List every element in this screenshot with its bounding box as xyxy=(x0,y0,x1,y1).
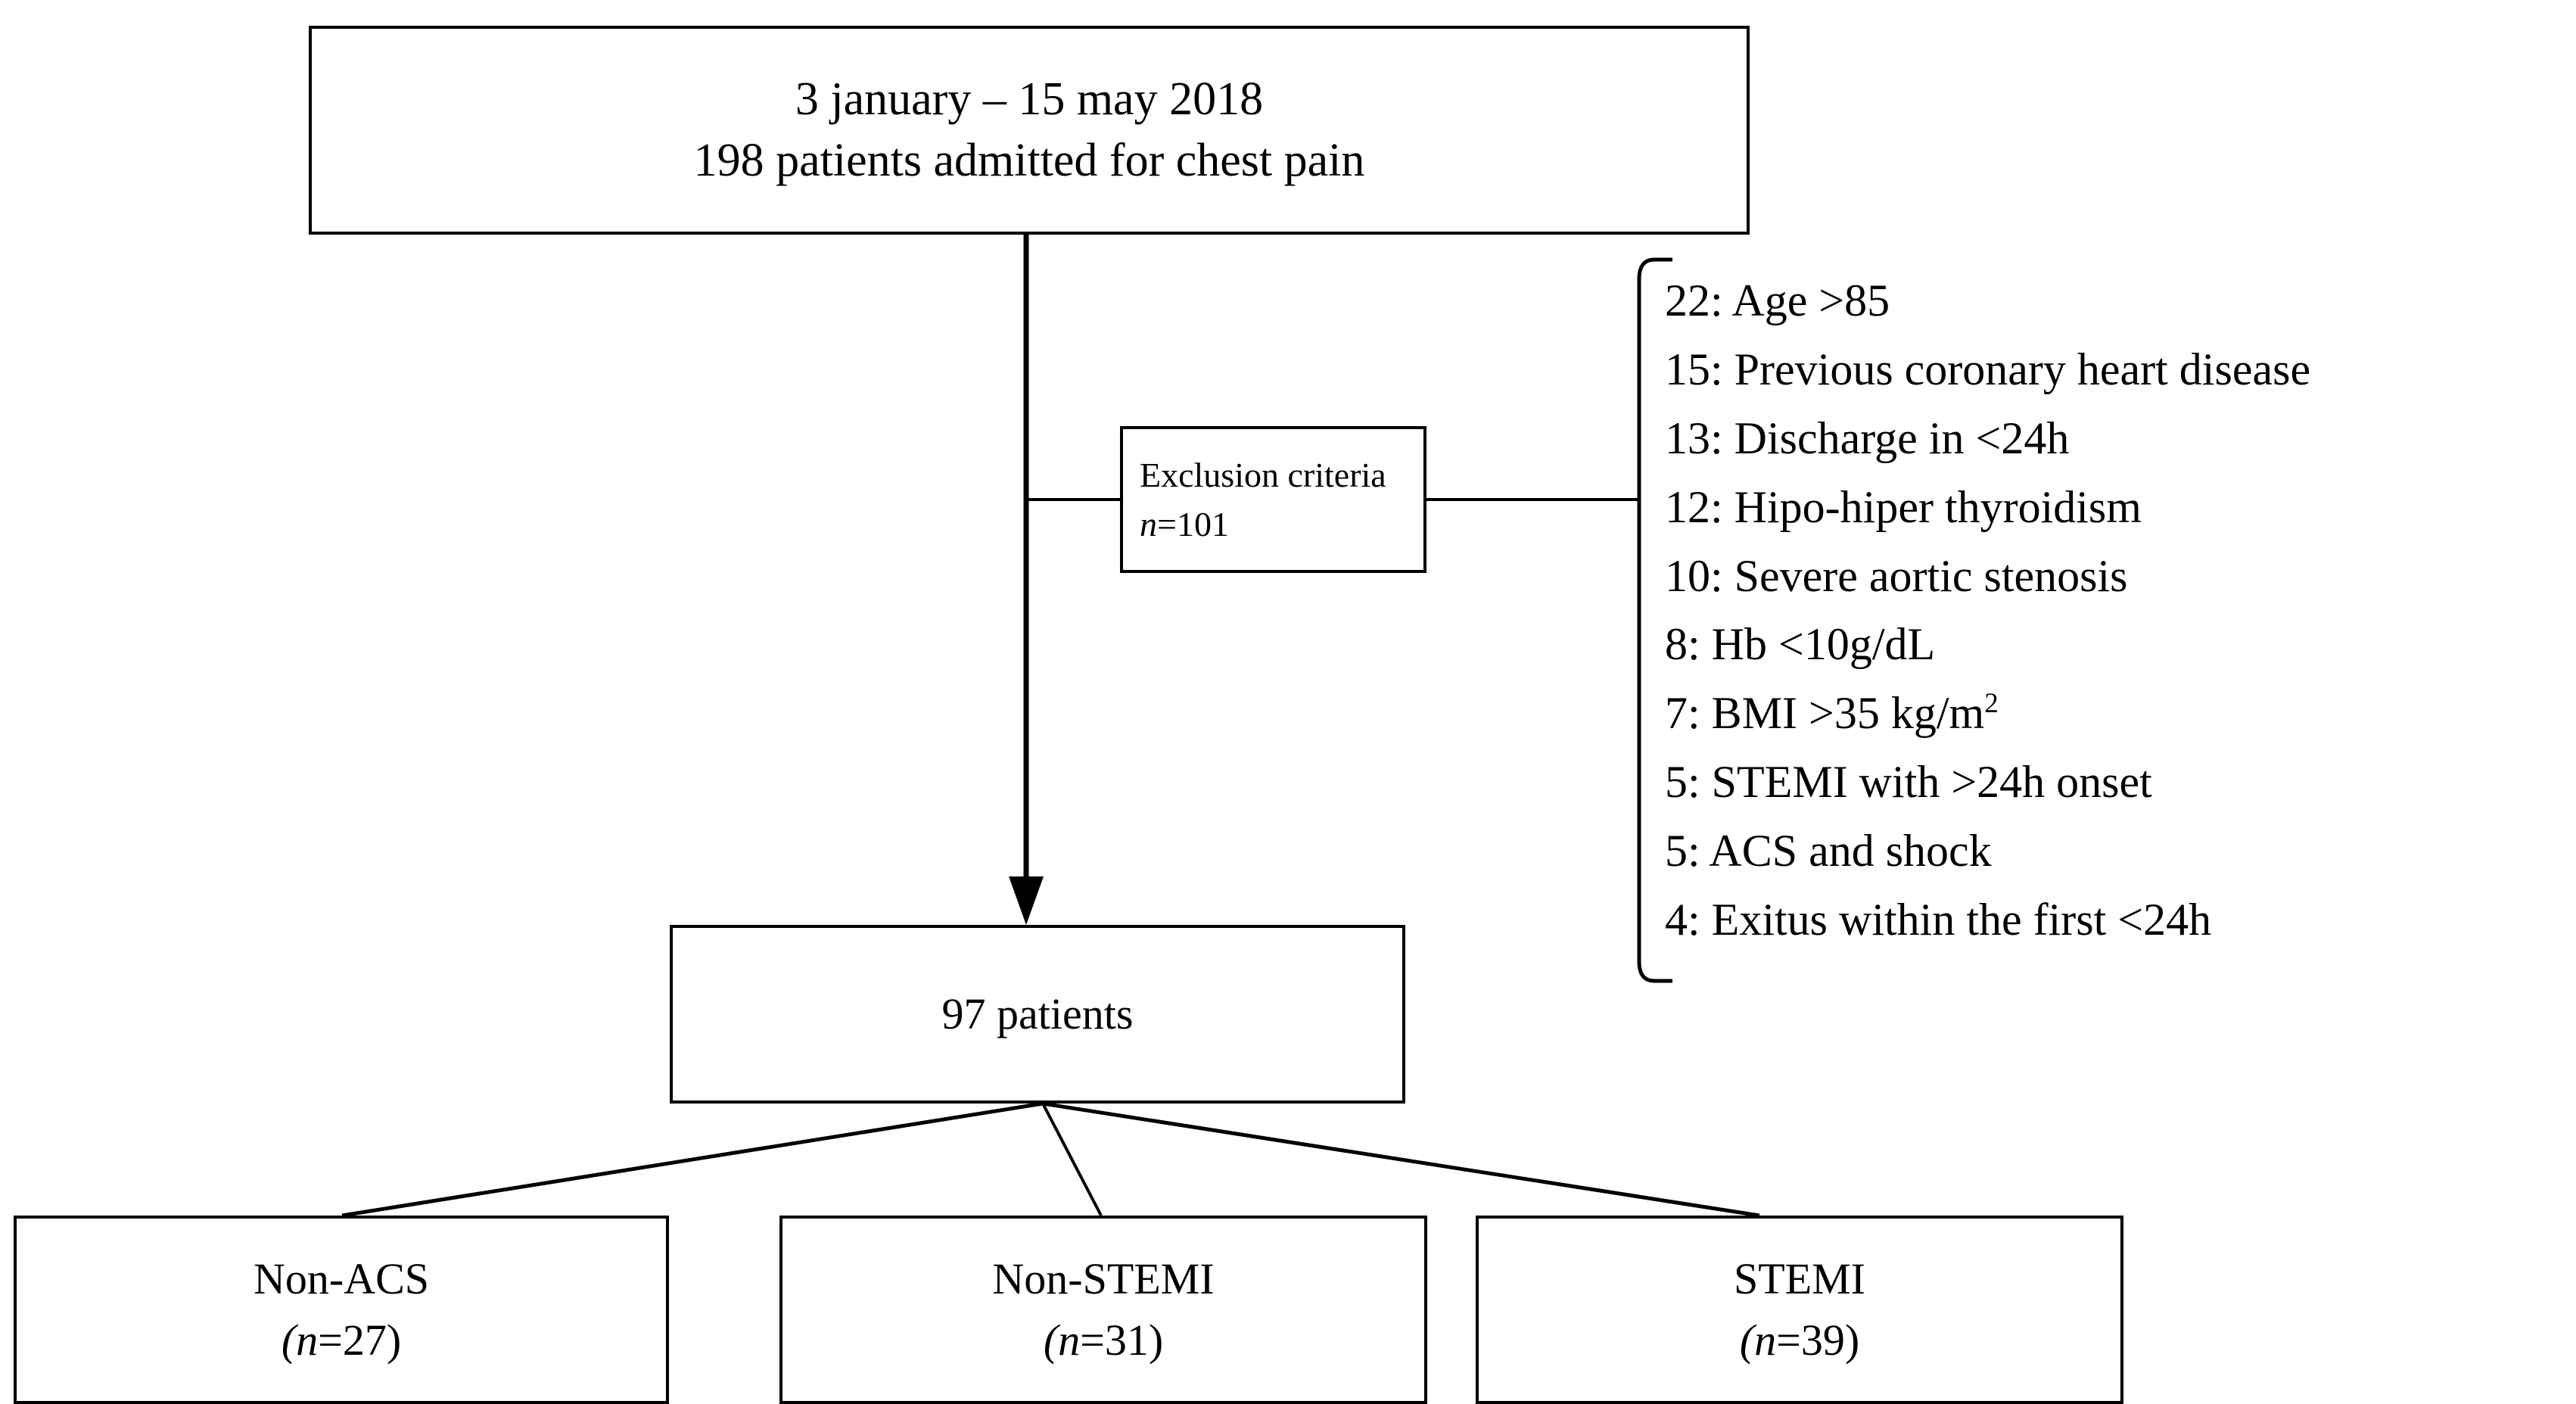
branch-line-right xyxy=(1042,1101,1760,1218)
criteria-count: 10 xyxy=(1665,550,1710,601)
criteria-item: 4: Exitus within the first <24h xyxy=(1665,895,2212,945)
group-count-value: =39) xyxy=(1776,1315,1860,1365)
exclusion-title: Exclusion criteria xyxy=(1140,455,1386,494)
criteria-label: STEMI with >24h onset xyxy=(1711,757,2152,808)
criteria-label: Age >85 xyxy=(1731,276,1890,325)
criteria-item: 13: Discharge in <24h xyxy=(1665,412,2070,463)
criteria-item: 7: BMI >35 kg/m2 xyxy=(1665,688,1999,739)
group-count-value: =27) xyxy=(318,1315,402,1365)
criteria-label: BMI >35 kg/m xyxy=(1711,688,1985,739)
criteria-label: Hipo-hiper thyroidism xyxy=(1734,481,2142,532)
group-box-non-acs: Non-ACS (n=27) xyxy=(14,1216,669,1404)
criteria-item: 5: ACS and shock xyxy=(1665,826,1992,876)
group-count: (n=31) xyxy=(1044,1310,1163,1371)
criteria-label: Discharge in <24h xyxy=(1734,412,2070,463)
criteria-item: 5: STEMI with >24h onset xyxy=(1665,757,2152,808)
criteria-label: Hb <10g/dL xyxy=(1711,619,1936,670)
criteria-count: 5 xyxy=(1665,826,1688,876)
criteria-label: ACS and shock xyxy=(1709,826,1992,876)
exclusion-criteria-list: 22: Age >85 15: Previous coronary heart … xyxy=(1665,266,2573,954)
group-name: STEMI xyxy=(1734,1254,1865,1304)
criteria-count: 15 xyxy=(1665,344,1710,394)
exclusion-count-symbol: n xyxy=(1140,505,1157,543)
exclusion-criteria-box: Exclusion criteria n=101 xyxy=(1120,426,1426,573)
branch-line-middle xyxy=(1041,1103,1103,1216)
exclusion-count: n=101 xyxy=(1140,500,1229,549)
criteria-count: 13 xyxy=(1665,412,1710,463)
criteria-item: 8: Hb <10g/dL xyxy=(1665,619,1936,670)
criteria-count: 5 xyxy=(1665,757,1688,808)
group-box-non-stemi: Non-STEMI (n=31) xyxy=(779,1216,1427,1404)
group-box-stemi: STEMI (n=39) xyxy=(1476,1216,2123,1404)
group-count: (n=39) xyxy=(1740,1310,1859,1371)
group-count-symbol: (n xyxy=(1739,1315,1777,1365)
criteria-count: 12 xyxy=(1665,481,1710,532)
group-name: Non-ACS xyxy=(253,1254,430,1304)
included-patients-box: 97 patients xyxy=(670,925,1405,1104)
branch-line-left xyxy=(341,1101,1044,1218)
included-patients-label: 97 patients xyxy=(941,989,1134,1039)
criteria-item: 10: Severe aortic stenosis xyxy=(1665,550,2128,601)
criteria-count: 7 xyxy=(1665,688,1688,739)
group-name: Non-STEMI xyxy=(992,1254,1215,1304)
admitted-patients-line: 198 patients admitted for chest pain xyxy=(693,135,1365,186)
criteria-count: 22 xyxy=(1665,276,1710,325)
group-count-symbol: (n xyxy=(281,1315,319,1365)
criteria-item: 22: Age >85 xyxy=(1665,276,1890,325)
study-period-line: 3 january – 15 may 2018 xyxy=(795,73,1264,126)
study-period-box: 3 january – 15 may 2018 198 patients adm… xyxy=(309,26,1750,235)
criteria-label-superscript: 2 xyxy=(1984,688,1999,720)
criteria-label: Previous coronary heart disease xyxy=(1734,344,2311,394)
exclusion-count-value: =101 xyxy=(1157,505,1229,543)
group-count-symbol: (n xyxy=(1043,1315,1081,1365)
arrow-head xyxy=(1009,876,1044,925)
criteria-count: 4 xyxy=(1665,895,1688,945)
criteria-item: 15: Previous coronary heart disease xyxy=(1665,344,2311,394)
criteria-item: 12: Hipo-hiper thyroidism xyxy=(1665,481,2142,532)
group-count: (n=27) xyxy=(282,1310,401,1371)
group-count-value: =31) xyxy=(1080,1315,1164,1365)
criteria-label: Exitus within the first <24h xyxy=(1711,895,2212,945)
criteria-label: Severe aortic stenosis xyxy=(1734,550,2128,601)
criteria-count: 8 xyxy=(1665,619,1688,670)
